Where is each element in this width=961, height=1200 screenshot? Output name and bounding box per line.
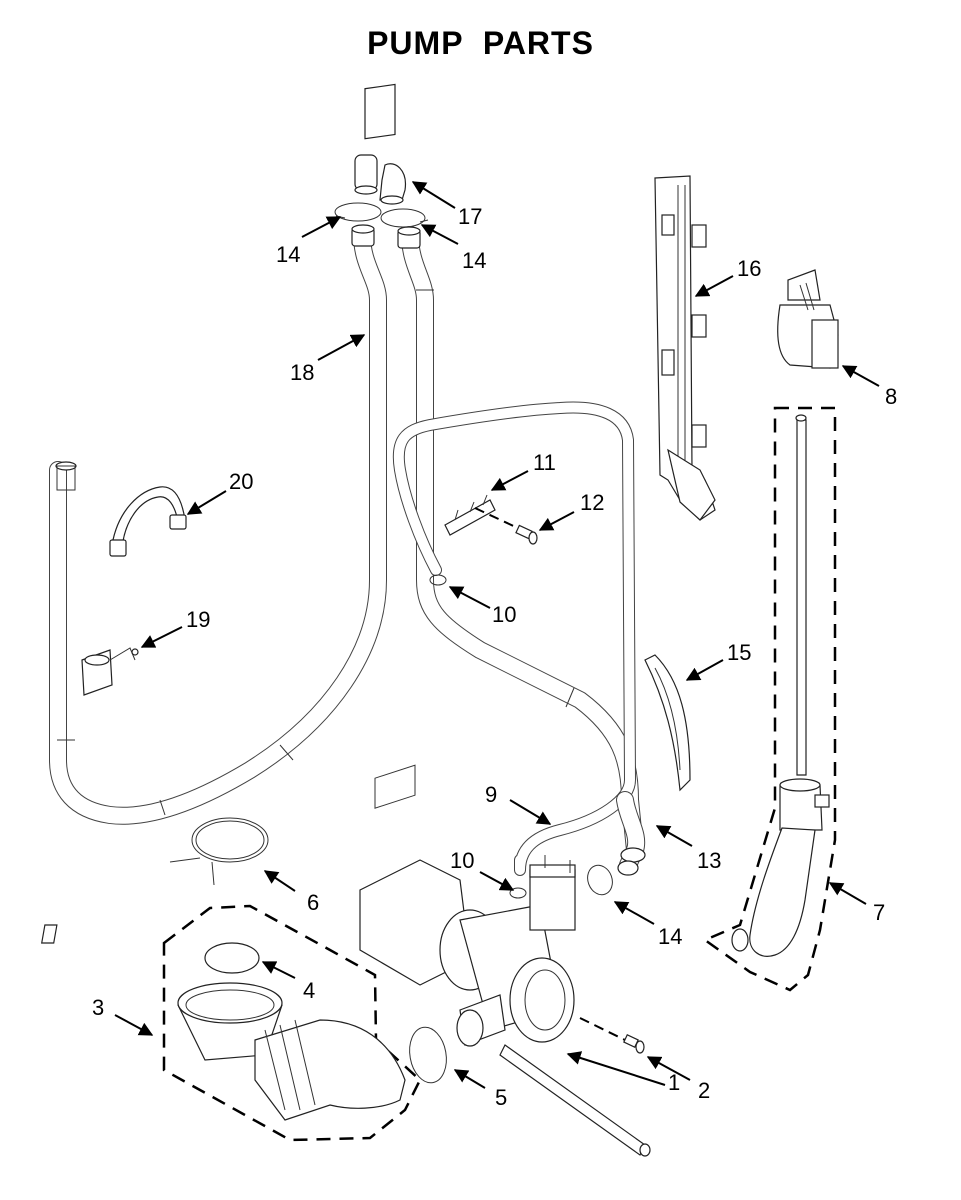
diagram-title: PUMP PARTS xyxy=(367,25,594,61)
clamp-6[interactable] xyxy=(169,817,269,886)
pressure-switch-8[interactable] xyxy=(777,269,839,369)
leader-arrow-7 xyxy=(828,882,867,905)
leader-arrow-10-upper xyxy=(448,586,491,609)
o-ring-10-lower[interactable] xyxy=(509,887,527,899)
clamp-14-top-left[interactable] xyxy=(334,202,382,222)
cap-4[interactable] xyxy=(41,924,260,974)
sump-hose-group-3[interactable] xyxy=(162,904,422,1142)
callout-14-left: 14 xyxy=(276,242,300,267)
guard-15[interactable] xyxy=(644,654,691,792)
clamp-14-lower[interactable] xyxy=(584,862,617,898)
drain-pump-1[interactable] xyxy=(359,764,651,1157)
leader-arrow-2 xyxy=(646,1056,691,1081)
leader-arrow-14-right xyxy=(420,224,459,245)
tube-9[interactable] xyxy=(392,401,636,876)
callout-1: 1 xyxy=(668,1070,680,1095)
bracket-11[interactable] xyxy=(444,494,496,536)
clamp-5[interactable] xyxy=(405,1024,450,1085)
callout-10-lower: 10 xyxy=(450,848,474,873)
screw-12[interactable] xyxy=(515,524,538,545)
callout-8: 8 xyxy=(885,384,897,409)
callout-14-lower: 14 xyxy=(658,924,682,949)
leader-arrow-18 xyxy=(317,334,366,361)
callout-10-upper: 10 xyxy=(492,602,516,627)
callout-7: 7 xyxy=(873,900,885,925)
leader-arrow-13 xyxy=(655,825,693,847)
leader-arrow-17 xyxy=(411,181,456,209)
air-dome-assembly-7[interactable] xyxy=(702,406,837,992)
callout-15: 15 xyxy=(727,640,751,665)
callout-labels: 1 2 3 4 5 6 7 8 9 10 10 11 12 13 14 14 1 xyxy=(92,181,897,1110)
leader-arrow-20 xyxy=(186,490,227,515)
clip-19[interactable] xyxy=(81,647,139,696)
sump-3[interactable] xyxy=(177,982,406,1121)
callout-6: 6 xyxy=(307,890,319,915)
leader-arrow-9 xyxy=(509,799,552,825)
leader-arrow-3 xyxy=(114,1014,154,1036)
leader-arrow-12 xyxy=(538,511,575,531)
leader-arrow-14-left xyxy=(301,216,342,238)
callout-3: 3 xyxy=(92,995,104,1020)
leader-arrow-6 xyxy=(263,870,296,892)
callout-13: 13 xyxy=(697,848,721,873)
hose-cuffs xyxy=(351,224,421,249)
leader-arrow-8 xyxy=(841,365,880,387)
callout-18: 18 xyxy=(290,360,314,385)
leader-arrow-14-lower xyxy=(613,901,655,925)
hose-guide-20[interactable] xyxy=(109,486,187,557)
callout-20: 20 xyxy=(229,469,253,494)
callout-5: 5 xyxy=(495,1085,507,1110)
leader-arrow-5 xyxy=(453,1069,486,1089)
leader-arrow-10-lower xyxy=(479,871,515,891)
leader-arrow-19 xyxy=(140,626,183,648)
callout-16: 16 xyxy=(737,256,761,281)
assembly-line-1-2 xyxy=(579,1017,626,1041)
leader-arrow-4 xyxy=(261,961,296,979)
drain-hose-18[interactable] xyxy=(49,226,387,825)
callout-17: 17 xyxy=(458,204,482,229)
callout-11: 11 xyxy=(533,450,556,475)
callout-12: 12 xyxy=(580,490,604,515)
callout-4: 4 xyxy=(303,978,315,1003)
screw-2[interactable] xyxy=(623,1034,645,1054)
callout-19: 19 xyxy=(186,607,210,632)
assembly-line-11-12 xyxy=(474,507,523,531)
leader-arrow-15 xyxy=(685,659,724,681)
drain-hose-right[interactable] xyxy=(401,226,644,859)
leader-arrow-1 xyxy=(566,1051,666,1086)
callout-9: 9 xyxy=(485,782,497,807)
callout-2: 2 xyxy=(698,1078,710,1103)
hose-13[interactable] xyxy=(616,791,646,876)
clamp-14-top-right[interactable] xyxy=(380,208,429,228)
elbow-connector-17[interactable] xyxy=(354,83,407,205)
callout-14-right: 14 xyxy=(462,248,486,273)
leader-arrow-11 xyxy=(490,470,529,491)
o-ring-10-upper[interactable] xyxy=(429,574,447,586)
bracket-16[interactable] xyxy=(654,175,716,521)
leader-arrow-16 xyxy=(694,275,734,297)
